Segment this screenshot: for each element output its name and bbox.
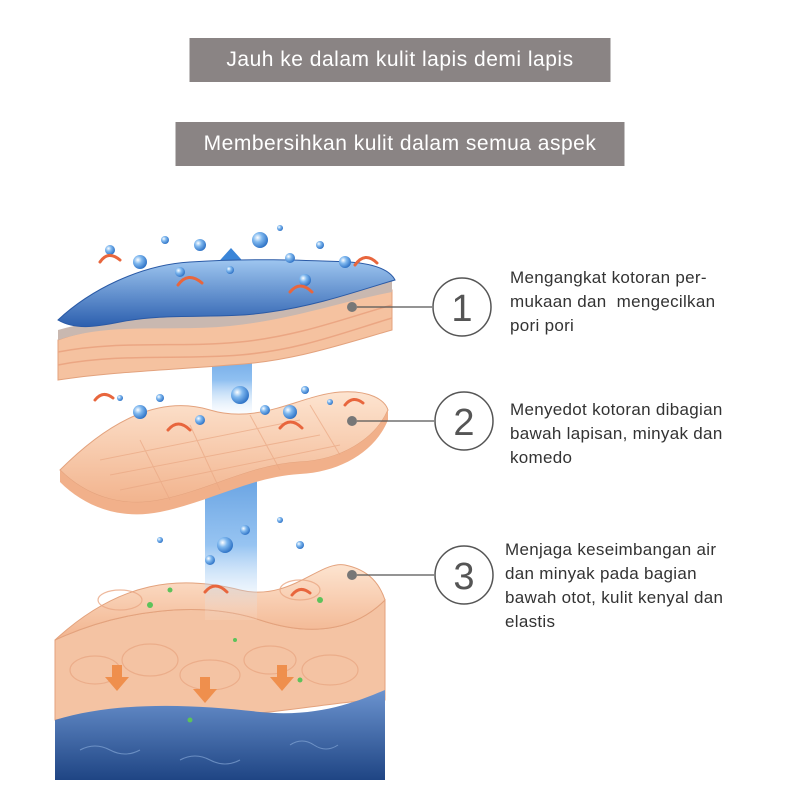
description-line: bawah otot, kulit kenyal dan: [505, 588, 724, 607]
label-1: 1: [347, 277, 492, 337]
skin-layers-illustration: 1 2 3: [54, 225, 494, 780]
description-line: Menyedot kotoran dibagian: [510, 400, 723, 419]
surface-layer-sheet: [57, 259, 396, 381]
description-line: mukaan dan mengecilkan: [510, 292, 716, 311]
layer-3-description: Menjaga keseimbangan air dan minyak pada…: [505, 538, 790, 634]
label-1-number: 1: [451, 288, 472, 330]
label-3: 3: [347, 545, 494, 605]
orange-swirls: [93, 254, 379, 597]
description-line: dan minyak pada bagian: [505, 564, 697, 583]
description-line: pori pori: [510, 316, 575, 335]
description-line: elastis: [505, 612, 556, 631]
description-line: Menjaga keseimbangan air: [505, 540, 717, 559]
subheadline-banner: Membersihkan kulit dalam semua aspek: [175, 122, 625, 166]
deep-layer-block: [54, 564, 386, 780]
bubbles: [105, 225, 351, 565]
layer-2-description: Menyedot kotoran dibagian bawah lapisan,…: [510, 398, 795, 470]
label-2: 2: [347, 391, 494, 451]
middle-layer-sheet: [59, 391, 389, 515]
description-line: komedo: [510, 448, 573, 467]
label-2-number: 2: [453, 402, 474, 444]
label-3-number: 3: [453, 556, 474, 598]
description-line: Mengangkat kotoran per-: [510, 268, 707, 287]
layer-1-description: Mengangkat kotoran per- mukaan dan menge…: [510, 266, 795, 338]
description-line: bawah lapisan, minyak dan: [510, 424, 723, 443]
headline-banner: Jauh ke dalam kulit lapis demi lapis: [189, 38, 611, 82]
